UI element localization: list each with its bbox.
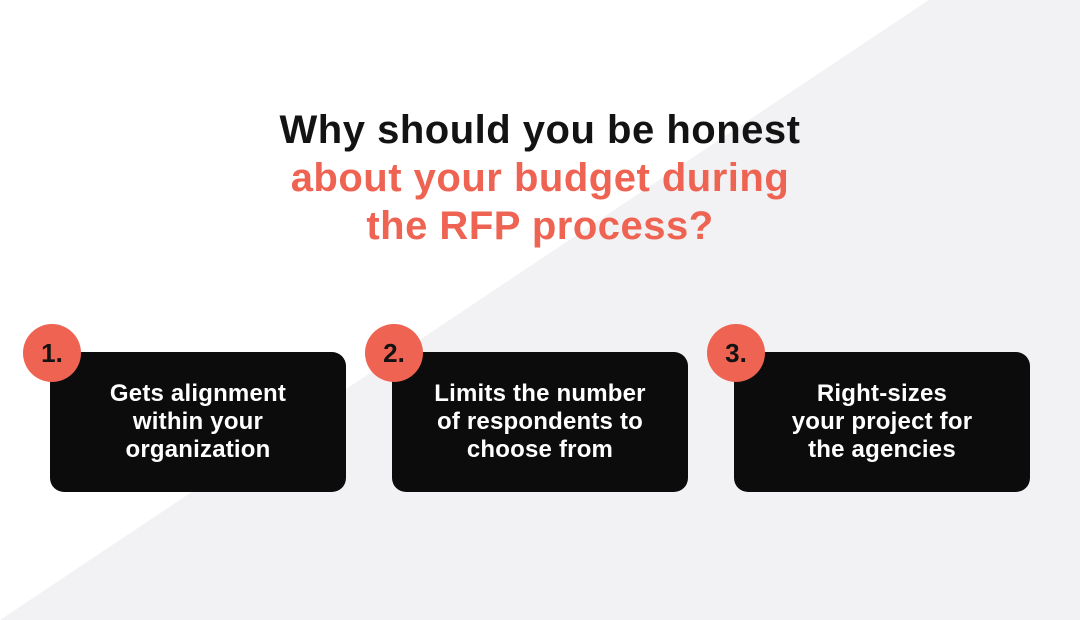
title-line-3: the RFP process? xyxy=(366,204,714,248)
card-2: 2. Limits the number of respondents to c… xyxy=(365,324,688,492)
card-1-text-line-1: Gets alignment xyxy=(109,379,287,407)
card-1-text-line-3: organization xyxy=(125,436,271,464)
card-2-number: 2. xyxy=(383,337,405,368)
title-line-2: about your budget during xyxy=(290,156,790,200)
card-2-text-line-3: choose from xyxy=(466,436,614,464)
card-1-number-badge: 1. xyxy=(23,324,81,382)
card-3-text-line-3: the agencies xyxy=(808,436,956,464)
card-2-text-line-1: Limits the number xyxy=(434,379,646,407)
card-3-number-badge: 3. xyxy=(707,324,765,382)
card-2-text-line-2: of respondents to xyxy=(436,407,644,435)
card-1-text: Gets alignment within your organization xyxy=(110,380,286,465)
card-3: 3. Right-sizes your project for the agen… xyxy=(707,324,1030,492)
card-3-text: Right-sizes your project for the agencie… xyxy=(792,380,973,465)
card-2-text: Limits the number of respondents to choo… xyxy=(434,380,645,465)
card-3-text-line-1: Right-sizes xyxy=(816,379,948,407)
title-line-1: Why should you be honest xyxy=(279,108,801,152)
card-2-number-badge: 2. xyxy=(365,324,423,382)
card-1: 1. Gets alignment within your organizati… xyxy=(23,324,346,492)
card-3-text-line-2: your project for xyxy=(791,407,973,435)
card-1-number: 1. xyxy=(41,337,63,368)
card-3-number: 3. xyxy=(725,337,747,368)
card-1-text-line-2: within your xyxy=(132,407,264,435)
page-title: Why should you be honest about your budg… xyxy=(0,106,1080,250)
